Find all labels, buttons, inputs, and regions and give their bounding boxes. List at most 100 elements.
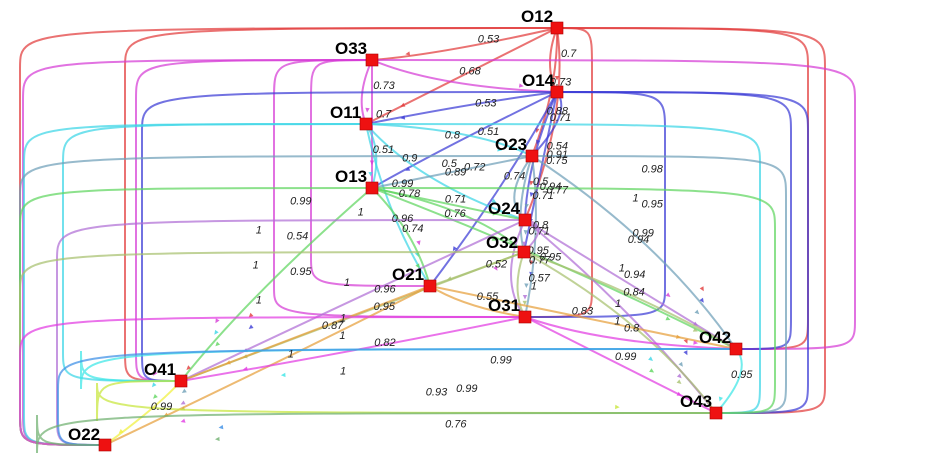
- edge-o24-o41: [180, 219, 526, 382]
- edge-weight-label: 0.8: [624, 322, 640, 334]
- edge-weight-label: 0.71: [550, 112, 571, 124]
- node-o21[interactable]: O21: [392, 265, 437, 293]
- edge-arrow-icon: [649, 368, 655, 373]
- node-marker[interactable]: [518, 310, 532, 324]
- edge-arrow-icon: [215, 341, 221, 347]
- edge-o14-o13: [371, 91, 558, 189]
- edge-weight-label: 0.68: [459, 65, 481, 77]
- node-marker[interactable]: [709, 406, 723, 420]
- edge-o21-o22: [104, 285, 431, 446]
- node-marker[interactable]: [98, 438, 112, 452]
- edge-weight-label: 0.95: [290, 266, 312, 278]
- edge-arrow-icon: [215, 318, 220, 324]
- edge-arrow-icon: [683, 350, 688, 356]
- edge-weight-label: 1: [340, 312, 346, 324]
- node-o31[interactable]: O31: [488, 296, 532, 324]
- edge-o33-o14: [371, 59, 558, 93]
- node-o42[interactable]: O42: [699, 328, 743, 356]
- node-label: O43: [680, 392, 712, 411]
- edge-o11-o23: [365, 123, 533, 157]
- edge-arrow-icon: [400, 179, 406, 184]
- node-label: O32: [486, 233, 518, 252]
- edge-weight-label: 1: [531, 280, 537, 292]
- edge-weight-label: 0.8: [445, 129, 461, 141]
- edge-weight-label: 0.54: [287, 231, 308, 243]
- edge-weight-label: 0.77: [547, 184, 569, 196]
- edge-o12-o43: [556, 27, 826, 414]
- node-o22[interactable]: O22: [68, 425, 112, 452]
- node-label: O14: [522, 71, 555, 90]
- edge-arrow-icon: [369, 160, 375, 165]
- edge-weight-label: 1: [340, 366, 346, 378]
- node-marker[interactable]: [518, 213, 532, 227]
- node-o43[interactable]: O43: [680, 392, 723, 420]
- edge-arrow-icon: [699, 286, 704, 292]
- edge-arrow-icon: [529, 260, 534, 265]
- node-o14[interactable]: O14: [522, 71, 564, 99]
- edge-o11-o43: [365, 123, 761, 414]
- node-marker[interactable]: [365, 181, 379, 195]
- edge-arrow-icon: [492, 211, 498, 216]
- edge-weight-label: 0.88: [547, 105, 569, 117]
- node-o24[interactable]: O24: [488, 199, 532, 227]
- edge-weight-label: 0.71: [529, 225, 550, 237]
- nodes-layer: O12O33O14O11O23O13O24O32O21O31O42O41O43O…: [68, 7, 743, 452]
- node-o32[interactable]: O32: [486, 233, 531, 259]
- edge-arrow-icon: [529, 180, 534, 186]
- edge-arrow-icon: [665, 316, 671, 321]
- node-marker[interactable]: [359, 117, 373, 131]
- edge-arrow-icon: [522, 241, 527, 247]
- edge-weight-label: 0.74: [402, 223, 423, 235]
- edge-weight-label: 1: [615, 298, 621, 310]
- edge-weight-label: 0.73: [373, 80, 395, 92]
- edge-weight-label: 0.99: [151, 401, 172, 413]
- node-o13[interactable]: O13: [335, 167, 379, 195]
- node-marker[interactable]: [525, 149, 539, 163]
- edge-weight-label: 0.91: [547, 149, 568, 161]
- edge-o31-o22: [19, 316, 526, 446]
- node-o23[interactable]: O23: [495, 135, 539, 163]
- node-o12[interactable]: O12: [521, 7, 564, 35]
- edge-o12-o33: [371, 27, 558, 61]
- edge-arrow-icon: [225, 360, 231, 365]
- edge-weight-label: 0.51: [478, 126, 499, 138]
- edge-arrow-icon: [554, 75, 560, 81]
- edge-weight-label: 0.51: [373, 144, 394, 156]
- node-label: O21: [392, 265, 424, 284]
- edge-arrow-icon: [415, 263, 420, 269]
- edge-o13-o43: [371, 187, 776, 414]
- node-marker[interactable]: [517, 245, 531, 259]
- edge-weight-label: 0.73: [550, 77, 572, 89]
- edge-o31-o43: [524, 316, 717, 414]
- node-marker[interactable]: [729, 342, 743, 356]
- edge-arrow-icon: [365, 107, 370, 113]
- edge-arrow-icon: [405, 51, 411, 56]
- node-marker[interactable]: [423, 279, 437, 293]
- node-o41[interactable]: O41: [144, 360, 188, 388]
- edge-o24-o42: [524, 219, 737, 350]
- edge-weight-label: 0.84: [623, 287, 644, 299]
- node-marker[interactable]: [550, 85, 564, 99]
- edge-arrow-icon: [718, 396, 724, 402]
- edge-arrow-icon: [368, 171, 373, 177]
- edge-weight-label: 0.94: [624, 269, 645, 281]
- node-marker[interactable]: [365, 53, 379, 67]
- edge-weight-label: 0.9: [402, 153, 417, 165]
- edge-arrow-icon: [522, 300, 527, 306]
- edge-o24-o31: [510, 219, 526, 318]
- edge-arrow-icon: [522, 295, 528, 300]
- edge-weight-label: 0.77: [529, 255, 551, 267]
- node-label: O42: [699, 328, 731, 347]
- edge-o23-o13: [371, 155, 533, 189]
- node-o33[interactable]: O33: [335, 39, 379, 67]
- edge-weight-label: 0.96: [374, 283, 396, 295]
- edge-arrow-icon: [676, 373, 682, 379]
- node-marker[interactable]: [174, 374, 188, 388]
- edge-o23-o43: [531, 155, 787, 414]
- node-marker[interactable]: [550, 21, 564, 35]
- edge-weight-label: 0.89: [445, 167, 466, 179]
- edge-weight-label: 0.53: [478, 33, 500, 45]
- edge-arrow-icon: [523, 230, 528, 235]
- node-o11[interactable]: O11: [330, 103, 373, 131]
- edge-o23-o32: [519, 155, 533, 253]
